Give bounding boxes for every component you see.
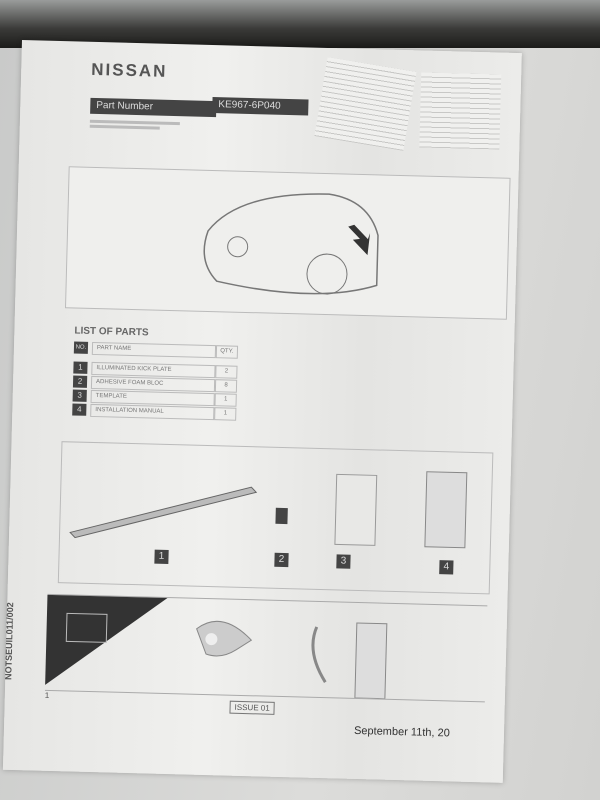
part-no: 3 — [72, 389, 87, 402]
item-label-3: 3 — [336, 554, 351, 569]
part-name: INSTALLATION MANUAL — [90, 403, 215, 421]
item-label-2: 2 — [274, 552, 289, 568]
cleaner-bottle-icon — [354, 622, 388, 700]
document-date: September 11th, 20 — [353, 724, 450, 740]
part-qty: 1 — [214, 393, 237, 407]
dark-shelf-edge — [0, 0, 600, 48]
manual-drawing — [424, 471, 468, 549]
subtitle-lines — [89, 118, 200, 131]
tools-panel — [44, 593, 488, 703]
part-number-label: Part Number — [90, 97, 217, 118]
document-code: NOTSEUIL011/002 — [3, 602, 16, 680]
instruction-sheet: NISSAN Part Number KE967-6P040 LIST OF P… — [2, 40, 522, 783]
item-label-1: 1 — [154, 549, 169, 565]
item-label-4: 4 — [439, 560, 454, 575]
part-number-value: KE967-6P040 — [212, 97, 309, 116]
tape-icon — [196, 620, 253, 657]
nissan-logo: NISSAN — [91, 59, 168, 81]
part-no: 2 — [72, 375, 88, 388]
kick-plate-drawing — [69, 486, 258, 539]
foam-bloc-drawing — [275, 507, 288, 525]
issue-badge: ISSUE 01 — [229, 700, 275, 715]
page-number: 1 — [44, 690, 50, 700]
header-no: NO. — [73, 341, 89, 354]
part-no: 1 — [73, 361, 88, 374]
part-qty: 1 — [214, 407, 237, 421]
toolbox-icon — [65, 612, 108, 643]
header-part-name: PART NAME — [91, 341, 217, 359]
part-qty: 8 — [214, 379, 238, 393]
vehicle-illustration — [64, 166, 511, 320]
header-qty: QTY. — [215, 345, 239, 359]
language-list-2 — [419, 72, 502, 150]
language-list — [314, 57, 417, 151]
part-qty: 2 — [215, 365, 238, 379]
cloth-icon — [311, 626, 327, 683]
template-drawing — [334, 473, 378, 546]
part-no: 4 — [72, 403, 87, 416]
parts-illustration-panel: 1 2 3 4 — [57, 441, 494, 595]
list-of-parts-title: LIST OF PARTS — [74, 325, 149, 339]
arrow-icon — [348, 224, 371, 256]
